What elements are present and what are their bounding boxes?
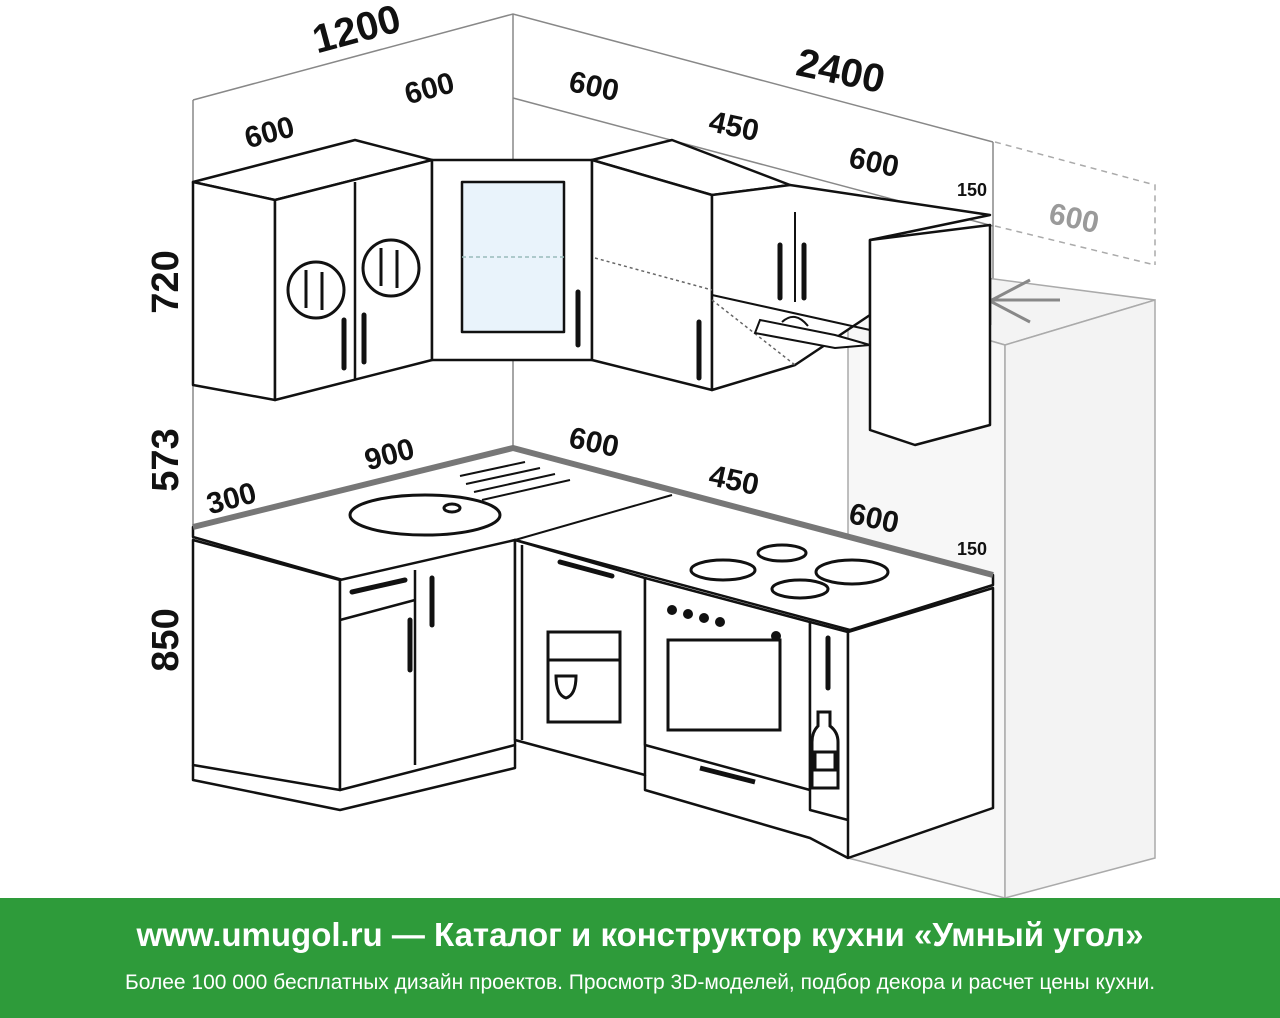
banner-subtitle: Более 100 000 бесплатных дизайн проектов…: [124, 971, 1156, 994]
dim-upper-corner-right: 600: [566, 65, 622, 108]
countertop: [191, 445, 995, 632]
upper-handles: [341, 242, 807, 381]
dim-upper-right-cab: 600: [846, 141, 902, 184]
kitchen-diagram: 1200 2400 600 600 600 450 600 150 600 72…: [145, 0, 1156, 898]
sink: [348, 461, 571, 537]
base-handles: [349, 559, 831, 691]
dishwasher: [546, 630, 622, 724]
cooktop: [689, 543, 890, 600]
dim-base-gap: 150: [957, 539, 987, 559]
dim-height-base: 850: [145, 608, 187, 671]
dim-base-corner: 600: [566, 421, 622, 464]
banner-title[interactable]: www.umugol.ru — Каталог и конструктор ку…: [136, 916, 1144, 953]
bottle-icon: [810, 710, 840, 790]
dim-wall-left-total: 1200: [308, 0, 405, 62]
base-cabinets: [191, 538, 995, 860]
dim-fridge-width: 600: [1046, 197, 1102, 240]
cutlery-icon: [286, 238, 421, 320]
dim-base-dishwasher: 450: [706, 459, 762, 502]
dim-upper-hood-cab: 450: [706, 105, 762, 148]
dim-upper-gap: 150: [957, 180, 987, 200]
oven-knobs: [667, 605, 781, 641]
promo-banner: www.umugol.ru — Каталог и конструктор ку…: [0, 898, 1280, 1018]
oven: [666, 638, 782, 785]
dim-height-upper: 720: [145, 250, 187, 313]
dim-upper-left-cab: 600: [241, 110, 298, 155]
dim-upper-corner-left: 600: [401, 66, 458, 111]
dim-height-gap: 573: [145, 428, 187, 491]
range-hood: [753, 315, 871, 350]
